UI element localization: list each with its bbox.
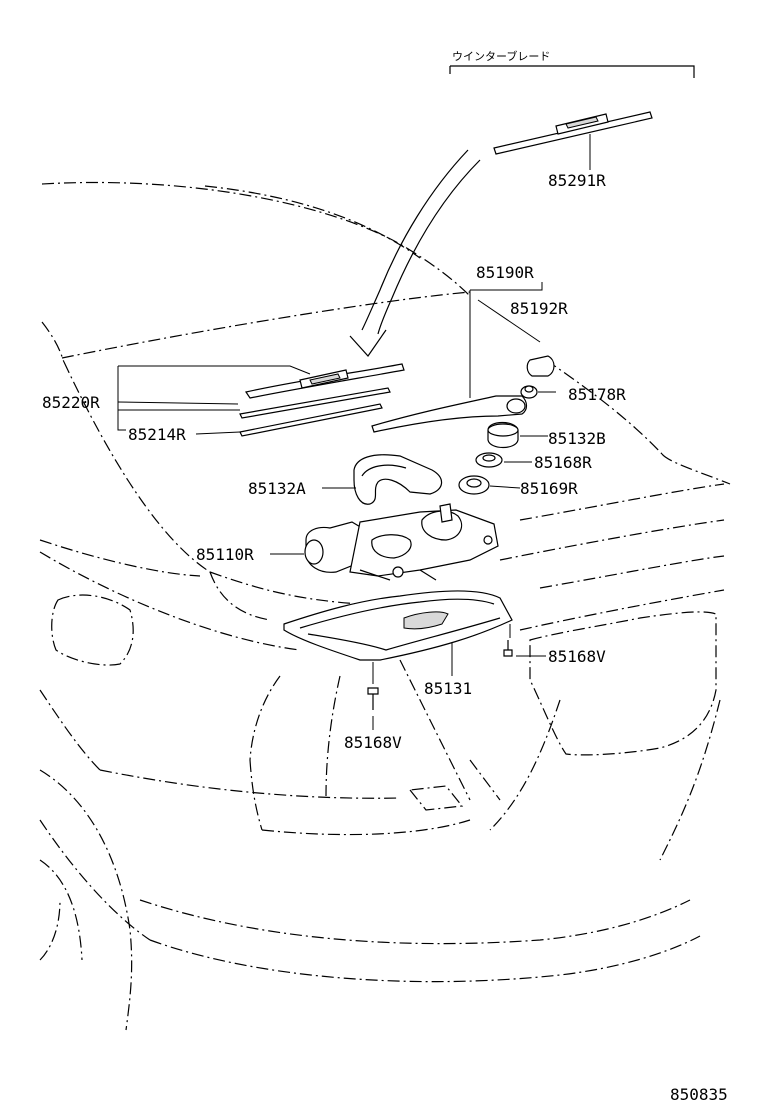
label-85168V-bottom: 85168V [344,733,402,752]
label-85132B: 85132B [548,429,606,448]
wiper-blade-assembly [239,363,405,437]
seal-grommets [458,421,519,495]
label-85190R: 85190R [476,263,534,282]
part-labels: ウインターブレード 85291R 85190R 85192R 85178R 85… [42,49,728,1104]
leader-lines [117,365,556,730]
label-85168R: 85168R [534,453,592,472]
car-body-outline [39,181,731,1031]
label-85131: 85131 [424,679,472,698]
wiper-arm-assembly [371,282,555,433]
label-85168V-right: 85168V [548,647,606,666]
label-85110R: 85110R [196,545,254,564]
motor-cover-tray [283,590,513,661]
wiper-motor [304,503,499,581]
label-85291R: 85291R [548,171,606,190]
label-85178R: 85178R [568,385,626,404]
direction-arrow [349,149,481,357]
label-85214R: 85214R [128,425,186,444]
winter-blade-assembly [449,65,695,170]
label-85169R: 85169R [520,479,578,498]
winter-blade-label: ウインターブレード [452,49,550,63]
diagram-code: 850835 [670,1085,728,1104]
label-85220R: 85220R [42,393,100,412]
motor-cover [353,454,443,505]
screws [367,624,513,710]
label-85192R: 85192R [510,299,568,318]
label-85132A: 85132A [248,479,306,498]
